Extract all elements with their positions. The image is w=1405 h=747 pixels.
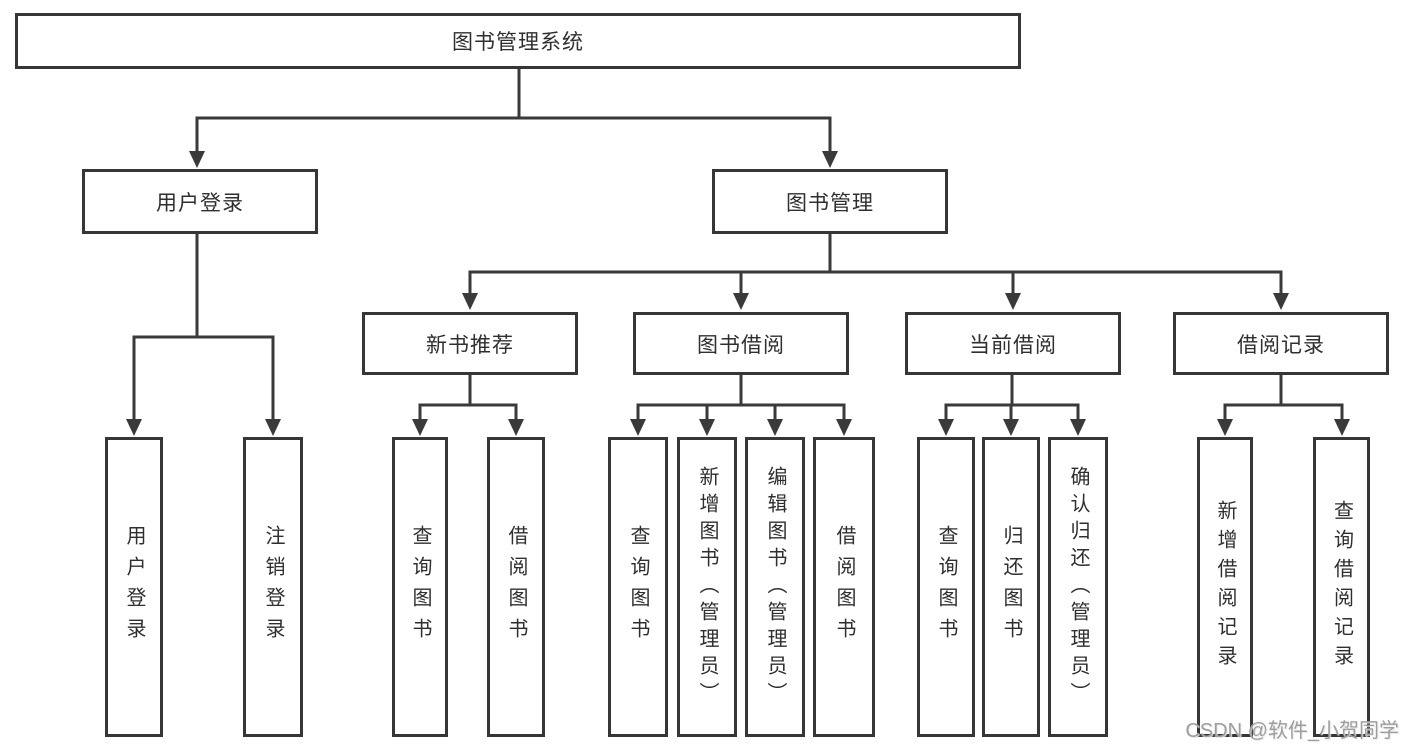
leaf-borrow-add-books-admin: 新增图书（管理员） [677,437,737,737]
leaf-records-query-record: 查询借阅记录 [1313,437,1370,737]
leaf-label: 归还图书 [1000,525,1022,649]
leaf-label: 新增图书（管理员） [696,465,718,709]
node-library-management-system: 图书管理系统 [15,13,1021,69]
node-label: 图书管理系统 [452,31,584,54]
node-current-borrow: 当前借阅 [905,312,1121,375]
arrowhead-icons [126,151,1350,436]
leaf-logout: 注销登录 [243,437,303,737]
leaf-recommend-query-books: 查询图书 [392,437,448,737]
leaf-label: 编辑图书（管理员） [764,465,786,709]
node-label: 图书管理 [786,191,874,215]
leaf-label: 查询图书 [627,525,649,649]
node-label: 当前借阅 [969,333,1057,357]
leaf-label: 新增借阅记录 [1214,500,1236,674]
leaf-label: 借阅图书 [833,525,855,649]
csdn-watermark: CSDN @软件_小贺同学 [1185,720,1399,742]
node-label: 新书推荐 [426,333,514,357]
leaf-label: 查询图书 [935,525,957,649]
leaf-records-add-record: 新增借阅记录 [1197,437,1253,737]
node-label: 图书借阅 [697,333,785,357]
node-user-login: 用户登录 [82,169,318,234]
leaf-label: 注销登录 [262,525,284,649]
leaf-label: 查询图书 [409,525,431,649]
leaf-current-query-books: 查询图书 [917,437,975,737]
node-new-book-recommend: 新书推荐 [362,312,578,375]
node-book-borrow: 图书借阅 [633,312,849,375]
leaf-user-login: 用户登录 [105,437,163,737]
leaf-label: 查询借阅记录 [1330,500,1353,674]
leaf-label: 借阅图书 [505,525,527,649]
node-book-management: 图书管理 [712,169,948,234]
node-borrow-records: 借阅记录 [1173,312,1389,375]
leaf-recommend-borrow-books: 借阅图书 [487,437,545,737]
leaf-borrow-query-books: 查询图书 [608,437,668,737]
leaf-current-return-books: 归还图书 [982,437,1040,737]
connector-shafts [132,68,1344,420]
leaf-borrow-edit-books-admin: 编辑图书（管理员） [745,437,805,737]
leaf-current-confirm-return-admin: 确认归还（管理员） [1048,437,1108,737]
leaf-label: 确认归还（管理员） [1067,465,1089,709]
node-label: 用户登录 [156,191,244,215]
leaf-label: 用户登录 [123,525,145,649]
node-label: 借阅记录 [1237,333,1325,357]
leaf-borrow-borrow-books: 借阅图书 [813,437,875,737]
